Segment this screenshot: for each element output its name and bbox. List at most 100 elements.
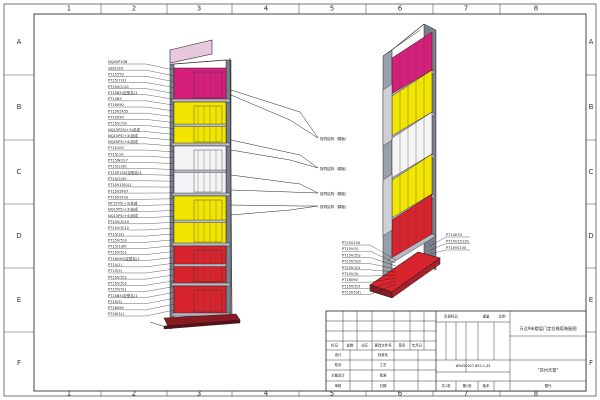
sheet-index: 第1张 xyxy=(463,383,473,388)
callout-leader xyxy=(145,76,175,82)
part-callout-label: PT15V(5)1 xyxy=(108,281,127,285)
replace-label: 替代 xyxy=(545,383,552,388)
part-callout-label: PT15W(2)7 xyxy=(108,159,128,163)
col-label: 6 xyxy=(398,5,403,13)
callout-leader xyxy=(145,222,175,224)
part-callout-label: NQ15P5(+3)总成 xyxy=(108,207,138,212)
callout-leader xyxy=(145,119,175,123)
callout-leader xyxy=(145,309,175,317)
row-label: C xyxy=(589,168,594,176)
revision-header: 处数 xyxy=(347,343,354,348)
col-label: 8 xyxy=(534,5,538,13)
part-callout-label: PT16090(定型名)1 xyxy=(108,256,140,261)
iso-callout-label: PT15Y0150 xyxy=(446,246,467,250)
center-leader-lines xyxy=(230,89,319,216)
row-label: C xyxy=(17,168,22,176)
part-callout-label: NQ15P5(+3)总成 xyxy=(108,133,138,138)
rack-bay-panel xyxy=(173,67,227,103)
callout-leader xyxy=(145,156,175,158)
callout-leader xyxy=(145,69,175,77)
part-callout-label: PT16090 xyxy=(108,103,125,107)
weight-header: 重量 xyxy=(483,314,490,319)
rack-shelf xyxy=(173,123,227,127)
callout-leader xyxy=(145,268,175,274)
col-label: 7 xyxy=(464,390,468,398)
revision-header: 分区 xyxy=(361,343,368,348)
iso-callout-label: PT15V(5)1 xyxy=(342,266,361,270)
callout-leader xyxy=(145,112,175,118)
part-callout-label: PT15750 xyxy=(108,72,125,76)
callout-leader xyxy=(145,286,175,292)
rack-shelf xyxy=(171,192,231,197)
rack-bay-panel xyxy=(173,285,227,317)
row-label: A xyxy=(17,38,22,46)
callout-leader xyxy=(145,239,175,243)
role-label: 校对 xyxy=(335,362,342,367)
rack-shelf xyxy=(173,263,227,267)
iso-callout-label: PT14070 xyxy=(446,233,463,237)
rack-shelf xyxy=(171,242,231,247)
role-label: 批准 xyxy=(380,373,387,378)
role-label: 日期 xyxy=(380,383,387,388)
iso-callout-label: PT15V(5)2 xyxy=(342,253,361,257)
callout-leader xyxy=(369,257,397,267)
callout-leader xyxy=(145,245,175,249)
revision-header: 标记 xyxy=(331,343,338,348)
title-block: 标记处数分区更改文件号签名年月日设计校对主管设计审核标准化工艺批准日期阶段标记重… xyxy=(325,310,587,392)
callout-leader xyxy=(429,243,447,251)
callout-leader xyxy=(369,277,397,283)
part-callout-label: PT15V(5)10 xyxy=(108,220,130,224)
revision-header: 更改文件号 xyxy=(375,343,393,348)
callout-leader xyxy=(145,227,175,231)
drawing-frame xyxy=(3,3,597,397)
rack-shelf xyxy=(171,98,231,103)
iso-callout-label: PT15V5(4) xyxy=(342,291,361,295)
iso-callout-label: PT15V100 xyxy=(342,241,361,245)
part-callout-label: PT16090 xyxy=(108,306,125,310)
part-callout-label: PT15B5(定型名)1 xyxy=(108,90,138,95)
row-label: D xyxy=(588,232,593,240)
part-callout-label: PT15V(5)3 xyxy=(108,238,127,242)
callout-leader xyxy=(145,106,175,112)
structure-note: 按同结构（模板） xyxy=(320,191,349,196)
center-notes: 按同结构（模板） 按同结构（模板） 按同结构（模板） 按同结构（模板） xyxy=(320,136,349,209)
part-callout-label: PT15P130(定型名)1 xyxy=(108,170,142,175)
top-mounting-plate xyxy=(169,39,213,64)
callout-leader xyxy=(145,82,175,88)
callout-leader xyxy=(145,88,175,94)
row-label: E xyxy=(17,296,21,304)
row-label: B xyxy=(589,103,594,111)
grid-ticks xyxy=(4,4,596,396)
part-callout-label: PT15V15(0)1 xyxy=(108,183,131,187)
scale-header: 比例 xyxy=(499,314,506,319)
part-callout-label: PT15V(1)21 xyxy=(108,85,129,89)
part-callout-label: PT15B5 xyxy=(108,97,122,101)
iso-side-panel xyxy=(382,83,393,147)
part-callout-label: PT15B5(定型名)1 xyxy=(108,293,138,298)
version-label: 版本 xyxy=(483,383,490,388)
col-label: 2 xyxy=(132,5,136,13)
part-callout-label: PT15L10 xyxy=(108,152,124,156)
part-callout-label: QJ32010 xyxy=(108,66,124,70)
callout-leader xyxy=(145,298,175,304)
part-callout-label: PT15Y(5)1 xyxy=(108,288,127,292)
part-callout-label: PT15(5) xyxy=(108,269,123,273)
col-label: 3 xyxy=(197,5,201,13)
callout-leader xyxy=(145,125,175,129)
callout-leader xyxy=(145,233,175,237)
callout-leader xyxy=(145,257,175,261)
callout-leader xyxy=(369,263,397,270)
part-callout-label: PT15V5F20 xyxy=(108,195,129,199)
iso-side-panel xyxy=(382,173,393,237)
row-label: D xyxy=(16,232,21,240)
part-callout-label: NQ15P5(+4)总成 xyxy=(108,213,138,218)
part-callout-label: PT15(1)00 xyxy=(108,245,127,249)
row-label: A xyxy=(589,38,594,46)
bay-inset xyxy=(193,289,223,313)
col-label: 2 xyxy=(132,390,136,398)
part-callout-label: PT14(1) xyxy=(108,263,123,267)
callout-leader xyxy=(145,174,175,176)
row-labels-left: A B C D E F xyxy=(16,38,21,367)
row-labels-right: A B C D E F xyxy=(588,38,593,367)
callout-leader xyxy=(145,210,175,212)
